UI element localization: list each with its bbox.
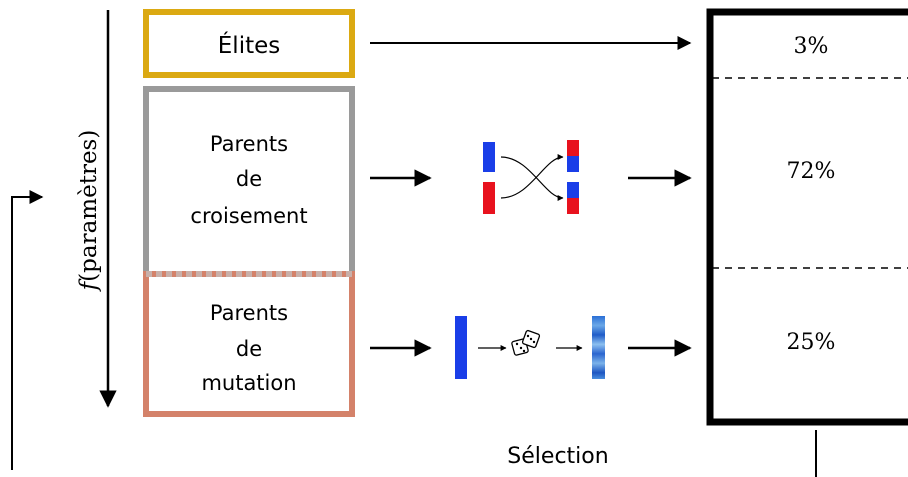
- mutation-icon: [455, 316, 605, 379]
- crossover-icon: [483, 140, 579, 214]
- elites-label: Élites: [218, 31, 280, 59]
- elites-percentage: 3%: [794, 34, 829, 59]
- crossover-label-line2: de: [236, 167, 262, 191]
- crossover-label-line1: Parents: [210, 132, 288, 156]
- fitness-axis-label: f(paramètres): [76, 130, 102, 293]
- mutation-label-line3: mutation: [201, 371, 296, 395]
- elites-box: [143, 9, 355, 78]
- mutation-percentage: 25%: [787, 330, 836, 355]
- mutation-label-line2: de: [236, 337, 262, 361]
- crossover-label-line3: croisement: [190, 204, 307, 228]
- dice-icon: [511, 329, 541, 356]
- selection-label: Sélection: [507, 444, 608, 469]
- new-population-box: [706, 8, 908, 426]
- feedback-loop-arrow: [11, 190, 44, 470]
- crossover-percentage: 72%: [787, 159, 836, 184]
- mutation-label-line1: Parents: [210, 301, 288, 325]
